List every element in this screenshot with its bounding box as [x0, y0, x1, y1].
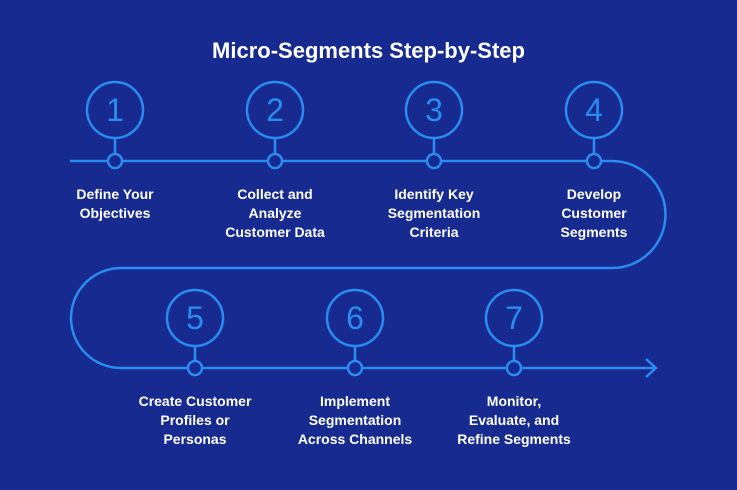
step-label-line: Criteria [409, 224, 459, 240]
step-label-line: Collect and [237, 186, 313, 202]
step-label-line: Monitor, [486, 393, 542, 409]
step-label-line: Define Your [76, 186, 154, 202]
step-number: 5 [186, 300, 204, 336]
step-label-line: Develop [566, 186, 622, 202]
step-label-line: Personas [163, 431, 227, 447]
timeline-dot [346, 359, 364, 377]
timeline-dot [186, 359, 204, 377]
step-node-2: 2 [245, 80, 305, 170]
step-node-1: 1 [85, 80, 145, 170]
step-label-line: Segmentation [387, 205, 481, 221]
step-node-6: 6 [325, 288, 385, 377]
step-number: 2 [266, 92, 284, 128]
step-label-line: Customer Data [225, 224, 325, 240]
step-node-4: 4 [564, 80, 624, 170]
step-label-line: Across Channels [297, 431, 413, 447]
step-label-line: Objectives [79, 205, 151, 221]
step-label-line: Segments [560, 224, 628, 240]
timeline-dot [266, 152, 284, 170]
step-node-7: 7 [484, 288, 544, 377]
timeline-path [69, 159, 667, 370]
timeline-dot [425, 152, 443, 170]
step-number: 4 [585, 92, 603, 128]
step-label-line: Analyze [248, 205, 302, 221]
timeline-dot [585, 152, 603, 170]
arrow-head-icon [645, 358, 658, 378]
step-label-line: Evaluate, and [468, 412, 560, 428]
step-number: 6 [346, 300, 364, 336]
step-label-line: Create Customer [138, 393, 252, 409]
step-number: 7 [505, 300, 523, 336]
step-number: 3 [425, 92, 443, 128]
timeline-dot [505, 359, 523, 377]
step-node-5: 5 [165, 288, 225, 377]
step-node-3: 3 [404, 80, 464, 170]
step-label-line: Implement [319, 393, 390, 409]
step-label-line: Segmentation [308, 412, 402, 428]
diagram-title: Micro-Segments Step-by-Step [212, 38, 525, 63]
step-label-line: Identify Key [394, 186, 474, 202]
step-label-line: Customer [561, 205, 627, 221]
timeline-dot [106, 152, 124, 170]
step-label-line: Profiles or [160, 412, 230, 428]
step-label-line: Refine Segments [457, 431, 571, 447]
step-number: 1 [106, 92, 124, 128]
